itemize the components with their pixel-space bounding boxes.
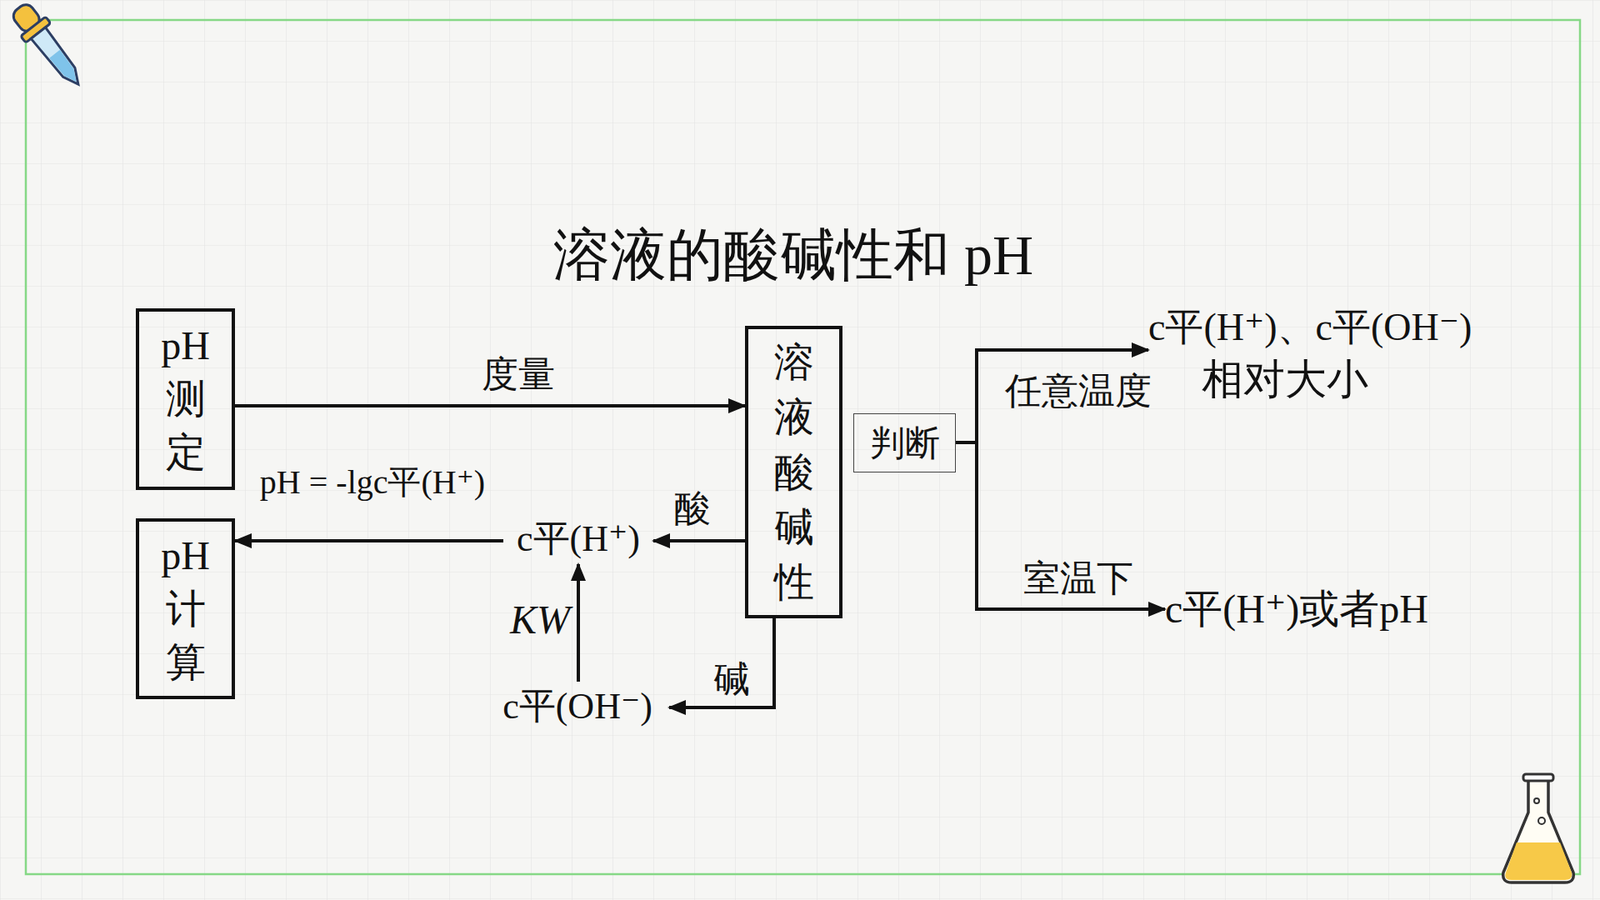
node-label: 判断 <box>870 422 940 465</box>
node-label: c平(H⁺)或者pH <box>1165 585 1429 634</box>
formula-term: c平(H⁺) <box>503 514 654 565</box>
node-label: c平(OH⁻) <box>502 684 653 730</box>
method-box: pH 计 算 <box>135 518 235 700</box>
edge-label: 碱 <box>713 655 750 705</box>
edge-label: pH = -lgc平(H⁺) <box>260 459 485 505</box>
node-label: pH 测 定 <box>155 319 216 480</box>
node-label: c平(H⁺) <box>516 516 640 562</box>
connector-arrow <box>235 404 745 408</box>
connector-arrow <box>235 539 504 543</box>
dropper-icon <box>6 0 91 95</box>
connector-arrow <box>955 442 1165 610</box>
method-box: pH 测 定 <box>135 308 235 490</box>
connector-arrow <box>653 539 745 543</box>
diagram-title: 溶液的酸碱性和 pH <box>553 217 1034 294</box>
formula-term: c平(OH⁻) <box>485 681 670 732</box>
node-label: c平(H⁺)、c平(OH⁻) <box>1148 301 1472 354</box>
result-term: c平(H⁺)或者pH <box>1165 583 1565 635</box>
connector-arrow <box>669 618 775 708</box>
node-label: pH 计 算 <box>155 529 216 690</box>
judge-box: 判断 <box>853 413 956 473</box>
connector-arrow <box>576 564 580 682</box>
result-term: c平(H⁺)、c平(OH⁻)相对大小 <box>1148 296 1565 410</box>
edge-label: 度量 <box>481 350 555 400</box>
edge-label: 任意温度 <box>1005 366 1152 416</box>
frame-border <box>25 20 1580 875</box>
edge-label: 室温下 <box>1023 554 1134 604</box>
flask-icon <box>1503 774 1575 883</box>
concept-box: 溶 液 酸 碱 性 <box>745 325 843 619</box>
edge-label: 酸 <box>674 484 711 534</box>
node-note: 相对大小 <box>1148 353 1369 405</box>
edge-label: KW <box>510 596 570 643</box>
node-label: 溶 液 酸 碱 性 <box>770 335 818 610</box>
